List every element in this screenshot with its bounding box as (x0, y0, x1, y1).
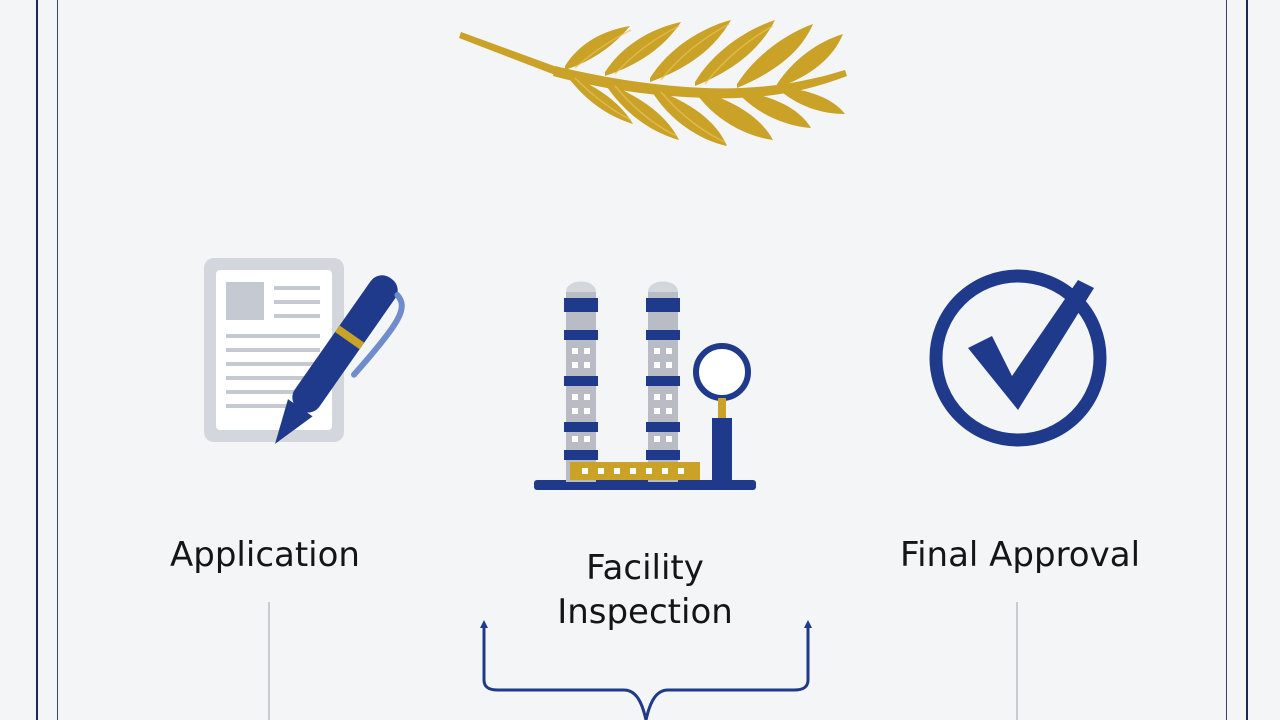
step-label-final-approval: Final Approval (899, 535, 1141, 575)
checkmark-circle-icon (929, 269, 1107, 447)
curly-brace-connector (480, 620, 812, 720)
step-label-facility-line2: Inspection (557, 592, 733, 632)
frame-border-left-inner (57, 0, 58, 720)
document-pen-icon (204, 258, 405, 444)
silo-magnifier-icon (534, 281, 756, 490)
frame-border-right-inner (1226, 0, 1227, 720)
connector-line-application (268, 602, 270, 720)
connector-line-final-approval (1016, 602, 1018, 720)
wheat-icon (459, 20, 847, 146)
frame-border-right-outer (1246, 0, 1248, 720)
step-label-facility-inspection: Facility Inspection (520, 546, 770, 634)
step-label-facility-line1: Facility (586, 548, 704, 588)
frame-border-left-outer (36, 0, 38, 720)
step-label-application: Application (170, 535, 360, 575)
